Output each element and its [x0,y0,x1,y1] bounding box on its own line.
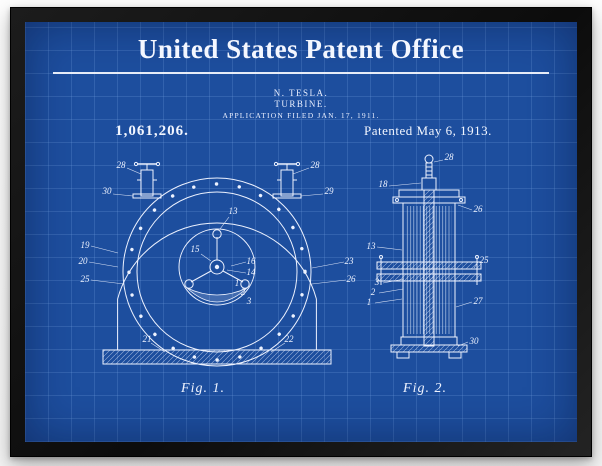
title-underline [52,72,550,74]
fig1-label: 1 [235,278,240,288]
fig1-bolt-holes [127,182,307,362]
fig1-label: 2 [241,287,246,297]
fig2-label: 30 [469,336,480,346]
patent-byline: N. TESLA. TURBINE. APPLICATION FILED JAN… [25,88,577,121]
patent-number: 1,061,206. [115,123,189,139]
fig2-label: 2 [371,287,376,297]
fig1-base-plate [102,349,332,365]
fig1-leader-lines [88,167,347,353]
fig2-mid-flanges [376,255,482,285]
fig1-label: 28 [311,160,321,170]
fig1-label: 20 [79,256,89,266]
fig1-label: 15 [191,244,201,254]
fig1-label: 16 [247,256,257,266]
fig2-reference-numerals: 28 18 26 25 27 30 13 3 2 1 [367,152,490,346]
invention-line: TURBINE. [274,99,328,109]
fig2-label: 28 [445,152,455,162]
fig1-label: 14 [247,267,257,277]
fig1-label: 26 [347,274,357,284]
patent-number-row: 1,061,206. Patented May 6, 1913. [25,123,577,140]
fig1-label: 23 [345,256,355,266]
fig1-label: 22 [285,334,295,344]
fig2-label: 27 [474,296,484,306]
picture-frame: United States Patent Office N. TESLA. TU… [10,7,592,457]
fig2-label: 18 [379,179,389,189]
fig2-label: 13 [367,241,377,251]
fig1-right-valve [272,161,302,199]
fig2-shaft-top [421,154,437,191]
fig2-label: 1 [367,297,372,307]
patent-date: Patented May 6, 1913. [364,123,492,138]
patent-drawings: 28 30 19 20 25 13 15 16 14 1 2 3 23 26 [79,152,490,396]
fig1-turbine-front-view: 28 30 19 20 25 13 15 16 14 1 2 3 23 26 [79,160,357,396]
fig1-label: 3 [246,296,252,306]
fig2-leader-lines [374,159,479,347]
fig1-label: 28 [117,160,127,170]
fig1-label: 21 [143,334,152,344]
blueprint-print: United States Patent Office N. TESLA. TU… [25,22,577,442]
fig1-label: 29 [325,186,335,196]
fig1-outer-casing-arc [117,222,317,300]
fig2-caption: Fig. 2. [402,381,447,396]
patent-office-title: United States Patent Office [137,34,465,64]
fig1-label: 13 [229,206,239,216]
fig1-reference-numerals: 28 30 19 20 25 13 15 16 14 1 2 3 23 26 [79,160,357,344]
fig1-outer-ring [122,177,312,367]
fig1-inner-chamber-ring [136,191,298,353]
fig1-crescent-weight [186,287,248,303]
fig2-label: 3 [374,277,380,287]
fig1-left-valve [132,161,162,199]
fig2-turbine-side-view: 28 18 26 25 27 30 13 3 2 1 Fig. 2. [367,152,490,396]
application-line: APPLICATION FILED JAN. 17, 1911. [222,111,380,120]
fig1-caption: Fig. 1. [180,381,225,396]
fig2-base [390,336,468,359]
fig1-label: 30 [102,186,113,196]
inventor-line: N. TESLA. [273,88,329,98]
fig2-label: 26 [474,204,484,214]
fig2-label: 25 [480,255,490,265]
fig1-rotor [178,228,256,306]
fig1-label: 19 [81,240,91,250]
fig1-label: 25 [81,274,91,284]
